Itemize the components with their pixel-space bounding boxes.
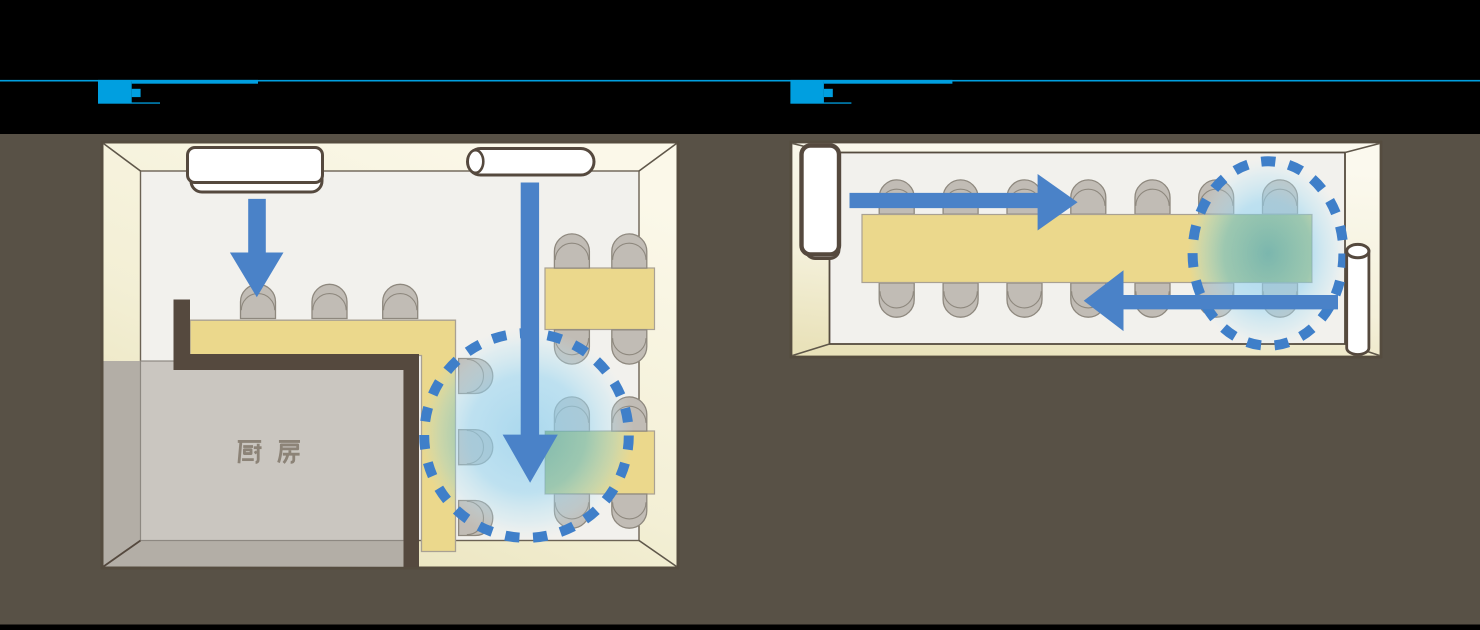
heading-right-top-band <box>823 79 953 84</box>
table-1 <box>544 267 656 331</box>
accent-rule <box>0 79 1480 82</box>
top-banner <box>0 0 1480 134</box>
counter-green-tint <box>190 320 456 552</box>
airflow-arrow-left <box>1083 270 1338 332</box>
kitchen-area: 厨房 <box>102 360 419 568</box>
ac-unit-icon <box>186 146 324 194</box>
left-room-diagram: 厨房 <box>100 140 680 570</box>
airflow-arrow-right <box>849 174 1078 231</box>
heading-right-mini-block <box>823 88 833 98</box>
chair <box>382 283 419 320</box>
kitchen-label: 厨房 <box>237 440 301 464</box>
long-table-green-tint <box>862 214 1312 283</box>
chair <box>942 282 979 318</box>
table-2-green-tint <box>545 431 655 494</box>
kitchen-corner-line <box>102 539 142 568</box>
heading-right-square-marker <box>790 79 824 103</box>
chair <box>611 329 648 365</box>
right-room-diagram <box>789 140 1383 359</box>
counter-chairs <box>239 283 419 320</box>
chair <box>611 493 648 529</box>
chair <box>553 233 591 269</box>
heading-right <box>790 79 953 104</box>
chair <box>878 282 915 318</box>
chair <box>1006 282 1043 318</box>
bottom-strip <box>0 624 1480 630</box>
highlight-dashed-ellipse <box>1187 156 1349 351</box>
kitchen-wall-left <box>103 361 141 567</box>
counter-partition <box>173 299 419 567</box>
heading-left-mini-block <box>131 88 141 98</box>
heading-right-underline <box>790 102 852 104</box>
kitchen-wall-bottom <box>103 540 419 567</box>
heading-left-square-marker <box>98 79 132 103</box>
exhaust-duct-icon <box>1345 242 1371 356</box>
airflow-arrow-down-small <box>229 198 284 298</box>
chair <box>311 283 348 320</box>
chair <box>611 233 648 269</box>
heading-left <box>98 79 258 104</box>
kitchen-floor <box>139 360 405 542</box>
heading-left-underline <box>98 102 160 104</box>
airflow-arrow-down-long <box>502 182 558 483</box>
chair <box>1070 179 1107 215</box>
chair <box>1134 179 1171 215</box>
wall-ac-unit-icon <box>799 143 842 260</box>
heading-left-top-band <box>131 79 258 84</box>
exhaust-duct-icon <box>466 147 596 177</box>
